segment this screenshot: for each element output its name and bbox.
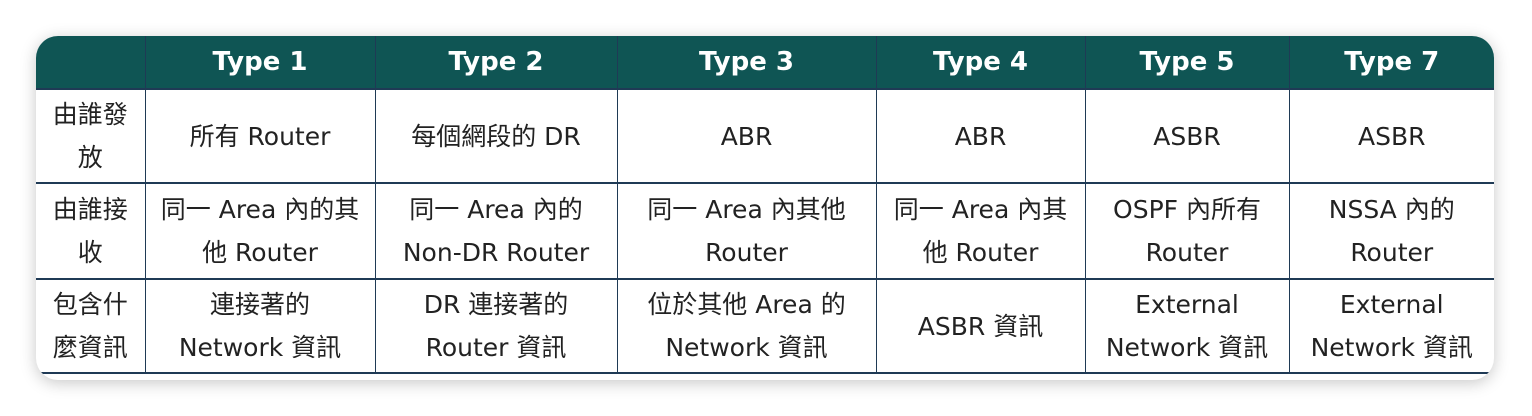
cell-line: DR 連接著的 [423, 290, 569, 319]
row-label-content: 包含什 麼資訊 [36, 279, 146, 374]
cell-line: ASBR 資訊 [917, 311, 1044, 341]
table-row-sender: 由誰發 放 所有 Router 每個網段的 DR ABR ABR ASBR AS… [36, 89, 1494, 184]
cell-line: Router [705, 238, 788, 267]
row-label-line: 放 [77, 143, 103, 172]
lsa-type-comparison-table: Type 1 Type 2 Type 3 Type 4 Type 5 Type … [36, 36, 1494, 374]
cell-line: 同一 Area 內其 [893, 195, 1068, 224]
cell-line: 同一 Area 內的 [409, 195, 583, 224]
row-label-line: 由誰發 [52, 100, 128, 129]
cell-line: ASBR [1358, 121, 1426, 151]
cell-line: Router 資訊 [425, 333, 567, 362]
table-cell: External Network 資訊 [1085, 279, 1290, 374]
cell-line: 所有 Router [189, 121, 331, 151]
row-label-receiver: 由誰接 收 [36, 183, 146, 280]
header-corner-cell [36, 36, 146, 90]
table-cell: 連接著的 Network 資訊 [145, 279, 376, 374]
header-type-4: Type 4 [876, 36, 1086, 90]
table-cell: 同一 Area 內的 Non-DR Router [375, 183, 618, 280]
cell-line: OSPF 內所有 [1113, 195, 1261, 224]
table-cell: 同一 Area 內其 他 Router [876, 183, 1086, 280]
table-cell: ASBR [1085, 89, 1290, 184]
row-label-line: 麼資訊 [52, 333, 128, 362]
header-type-3: Type 3 [617, 36, 877, 90]
cell-line: Non-DR Router [402, 238, 590, 267]
row-label-sender: 由誰發 放 [36, 89, 146, 184]
table-header-row: Type 1 Type 2 Type 3 Type 4 Type 5 Type … [36, 36, 1494, 90]
cell-line: 位於其他 Area 的 [647, 290, 846, 319]
table-cell: 位於其他 Area 的 Network 資訊 [617, 279, 877, 374]
header-type-1: Type 1 [145, 36, 376, 90]
cell-line: 每個網段的 DR [411, 121, 581, 151]
table-cell: 每個網段的 DR [375, 89, 618, 184]
cell-line: External [1339, 290, 1444, 319]
table-cell: ABR [617, 89, 877, 184]
cell-line: ABR [954, 121, 1007, 151]
table-cell: External Network 資訊 [1289, 279, 1494, 374]
cell-line: Network 資訊 [1105, 333, 1269, 362]
header-type-7: Type 7 [1289, 36, 1494, 90]
table-cell: NSSA 內的 Router [1289, 183, 1494, 280]
table-cell: 同一 Area 內其他 Router [617, 183, 877, 280]
table-cell: 同一 Area 內的其 他 Router [145, 183, 376, 280]
cell-line: Router [1350, 238, 1434, 267]
row-label-line: 收 [77, 238, 103, 267]
table-row-receiver: 由誰接 收 同一 Area 內的其 他 Router 同一 Area 內的 No… [36, 183, 1494, 280]
table-cell: ASBR 資訊 [876, 279, 1086, 374]
header-type-2: Type 2 [375, 36, 618, 90]
row-label-line: 包含什 [52, 290, 128, 319]
cell-line: Network 資訊 [178, 333, 342, 362]
cell-line: ABR [720, 121, 773, 151]
cell-line: External [1135, 290, 1239, 319]
cell-line: NSSA 內的 [1328, 195, 1455, 224]
cell-line: 同一 Area 內的其 [160, 195, 360, 224]
cell-line: ASBR [1153, 121, 1221, 151]
header-type-5: Type 5 [1085, 36, 1290, 90]
cell-line: 他 Router [202, 238, 318, 267]
lsa-table-card: Type 1 Type 2 Type 3 Type 4 Type 5 Type … [36, 36, 1494, 380]
table-cell: ASBR [1289, 89, 1494, 184]
row-label-line: 由誰接 [52, 195, 128, 224]
cell-line: 他 Router [922, 238, 1039, 267]
cell-line: Network 資訊 [1310, 333, 1473, 362]
table-cell: 所有 Router [145, 89, 376, 184]
table-cell: ABR [876, 89, 1086, 184]
cell-line: Router [1145, 238, 1229, 267]
table-cell: DR 連接著的 Router 資訊 [375, 279, 618, 374]
cell-line: Network 資訊 [665, 333, 828, 362]
table-cell: OSPF 內所有 Router [1085, 183, 1290, 280]
table-row-content: 包含什 麼資訊 連接著的 Network 資訊 DR 連接著的 Router 資… [36, 279, 1494, 374]
cell-line: 同一 Area 內其他 [647, 195, 846, 224]
cell-line: 連接著的 [209, 290, 310, 319]
